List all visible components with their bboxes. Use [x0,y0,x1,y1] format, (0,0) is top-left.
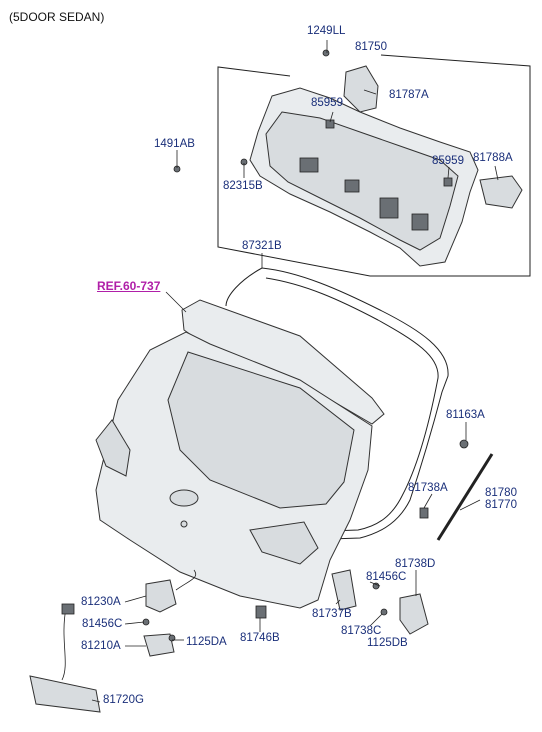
variant-label: (5DOOR SEDAN) [9,10,105,24]
callout-87321B[interactable]: 87321B [242,240,282,252]
callout-1125DA[interactable]: 1125DA [186,636,227,648]
leader-line [335,599,341,605]
leader-line [459,499,481,511]
leader-line [423,493,433,509]
callout-81456C-left[interactable]: 81456C [82,618,123,630]
callout-81738A[interactable]: 81738A [408,482,448,494]
gas-strut [436,453,494,541]
tailgate-left-lamp [95,419,131,477]
callout-1125DB[interactable]: 1125DB [367,637,408,649]
stopper-icon [255,605,267,619]
leader-line [363,89,377,95]
callout-81720G[interactable]: 81720G [103,694,144,706]
leader-line [124,621,145,625]
callout-85959-right[interactable]: 85959 [432,155,464,167]
callout-81780[interactable]: 81780 [485,487,517,499]
weatherstrip-inner [265,277,439,533]
weatherstrip [225,267,449,541]
lock-hole-icon [180,520,188,528]
leader-line [91,699,101,703]
callout-81230A[interactable]: 81230A [81,596,121,608]
detail-frame [217,54,531,277]
strut-ball-joint-icon [459,439,469,449]
hinge-bracket [331,569,357,611]
leader-line [369,613,383,627]
latch-assembly [145,579,177,613]
callout-81738C[interactable]: 81738C [341,625,382,637]
fastener-icon [322,49,330,57]
connector-icon [61,603,75,615]
clip-icon [325,119,335,129]
trim-clip [411,213,429,231]
garnish-lamp [29,675,101,713]
callout-81746B[interactable]: 81746B [240,632,280,644]
tailgate-right-lamp [249,521,319,565]
callout-81737B[interactable]: 81737B [312,608,352,620]
trim-clip [299,157,319,173]
harness-wire [61,607,67,681]
bolt-icon [168,634,176,642]
callout-81770[interactable]: 81770 [485,499,517,511]
clip-icon [443,177,453,187]
latch-wire [175,569,197,591]
leader-line [124,595,147,603]
reference-link[interactable]: REF.60-737 [97,279,161,293]
callout-81210A[interactable]: 81210A [81,640,121,652]
callout-81788A[interactable]: 81788A [473,152,513,164]
latch-striker [143,633,175,657]
leader-line [329,111,334,123]
trim-clip [379,197,399,219]
tailgate-window-opening [167,351,355,509]
callout-81456C-right[interactable]: 81456C [366,571,407,583]
hinge-bracket-right [399,593,429,635]
leader-line [165,291,187,313]
trim-cover-left [343,65,379,113]
callout-82315B[interactable]: 82315B [223,180,263,192]
callout-81163A[interactable]: 81163A [446,409,485,421]
trim-panel-inner-edge [265,111,459,251]
bolt-icon [380,608,388,616]
callout-85959-top[interactable]: 85959 [311,97,343,109]
callout-81787A[interactable]: 81787A [389,89,429,101]
callout-1491AB[interactable]: 1491AB [154,138,195,150]
callout-81750[interactable]: 81750 [355,41,387,53]
emblem-icon [169,489,199,507]
trim-cover-right [479,175,523,209]
leader-line [369,581,381,587]
trim-clip [344,179,360,193]
bumper-stop-icon [419,507,429,519]
callout-1249LL[interactable]: 1249LL [307,25,346,37]
leader-line [494,165,499,181]
leader-line [447,166,450,179]
callout-81738D[interactable]: 81738D [395,558,436,570]
